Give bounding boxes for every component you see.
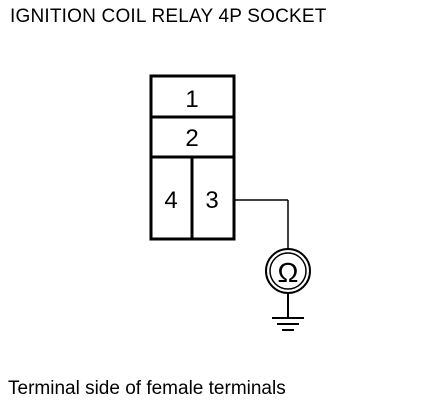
terminal-labels: 1 2 4 3 xyxy=(164,86,218,214)
ohm-symbol: Ω xyxy=(278,257,299,288)
ohmmeter: Ω xyxy=(265,248,311,294)
terminal-3-label: 3 xyxy=(205,187,218,214)
terminal-1-label: 1 xyxy=(185,86,198,113)
ground-symbol xyxy=(272,293,304,331)
test-lead xyxy=(234,199,289,249)
terminal-4-label: 4 xyxy=(164,187,177,214)
diagram-caption: Terminal side of female terminals xyxy=(8,378,286,399)
connector-socket xyxy=(149,74,236,241)
diagram-title: IGNITION COIL RELAY 4P SOCKET xyxy=(10,6,327,27)
ohmmeter-inner-ring xyxy=(269,252,307,290)
terminal-2-label: 2 xyxy=(185,125,198,152)
